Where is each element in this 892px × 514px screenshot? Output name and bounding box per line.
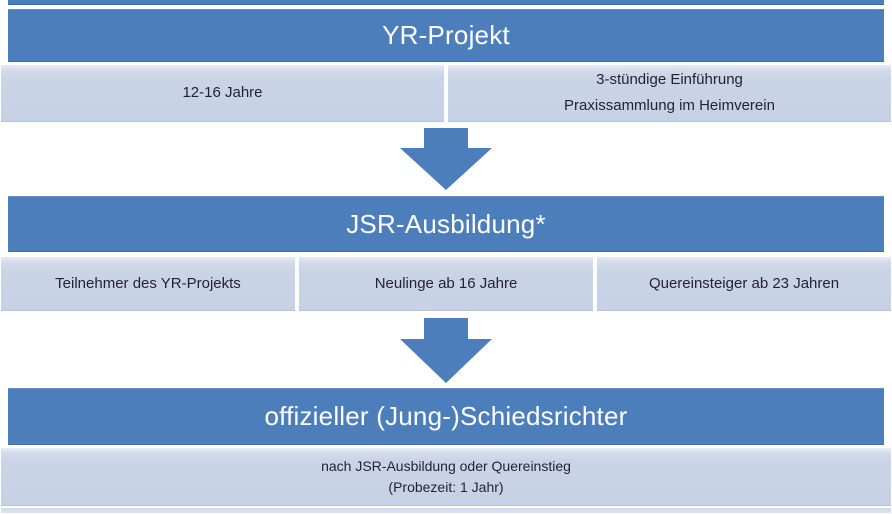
flow-connector: [0, 318, 892, 383]
down-arrow-icon: [400, 318, 492, 383]
section-title: offizieller (Jung-)Schiedsrichter: [264, 401, 628, 431]
flow-connector: [0, 128, 892, 190]
clipped-top-bar: [8, 0, 884, 5]
cell-line: Teilnehmer des YR-Projekts: [55, 274, 241, 292]
cell-yr-participants: Teilnehmer des YR-Projekts: [1, 257, 295, 311]
cell-line: Quereinsteiger ab 23 Jahren: [648, 274, 840, 292]
cell-line: 3-stündige Einführung: [596, 71, 743, 88]
down-arrow-icon: [400, 128, 492, 190]
section-title: YR-Projekt: [382, 20, 510, 50]
cell-line: (Probezeit: 1 Jahr): [388, 478, 504, 495]
cell-line: 12-16 Jahre: [182, 84, 263, 101]
cell-line: Praxissammlung im Heimverein: [564, 97, 775, 114]
clipped-bottom-bar: [1, 508, 891, 513]
cell-intro-practice: 3-stündige Einführung Praxissammlung im …: [448, 65, 891, 122]
cell-line: Neulinge ab 16 Jahre: [374, 274, 518, 292]
cell-newcomers: Neulinge ab 16 Jahre: [299, 257, 593, 311]
section-header-jsr-ausbildung: JSR-Ausbildung*: [8, 196, 884, 252]
section-title: JSR-Ausbildung*: [346, 208, 546, 239]
schiedsrichter-cells: nach JSR-Ausbildung oder Quereinstieg (P…: [1, 448, 891, 506]
section-header-yr-projekt: YR-Projekt: [8, 9, 884, 62]
cell-age-range: 12-16 Jahre: [1, 65, 444, 122]
section-header-schiedsrichter: offizieller (Jung-)Schiedsrichter: [8, 388, 884, 445]
cell-line: nach JSR-Ausbildung oder Quereinstieg: [321, 457, 571, 474]
jsr-ausbildung-cells: Teilnehmer des YR-Projekts Neulinge ab 1…: [1, 257, 891, 311]
cell-lateral-entrants: Quereinsteiger ab 23 Jahren: [597, 257, 891, 311]
cell-probation: nach JSR-Ausbildung oder Quereinstieg (P…: [1, 448, 891, 506]
yr-projekt-cells: 12-16 Jahre 3-stündige Einführung Praxis…: [1, 65, 891, 122]
